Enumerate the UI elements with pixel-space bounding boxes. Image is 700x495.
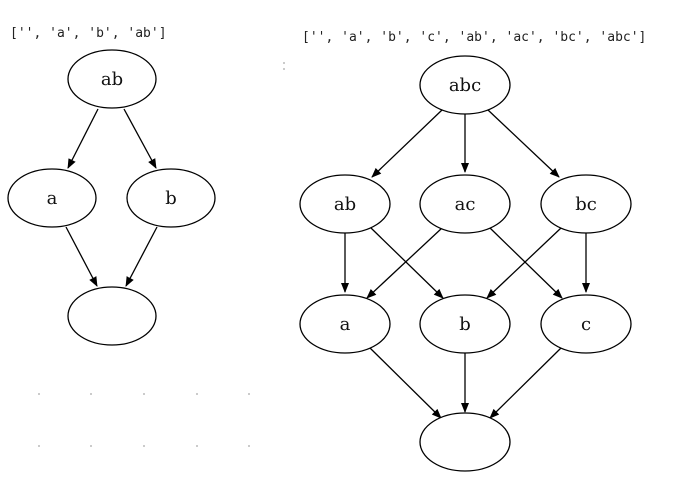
node-bc: bc — [540, 174, 632, 234]
node-label: b — [459, 314, 471, 335]
left-edges — [65, 108, 158, 287]
faint-dot — [143, 393, 145, 395]
left-diagram: ab a b — [7, 49, 216, 346]
edge-bc-to-b — [486, 227, 562, 299]
node-label: b — [165, 188, 177, 209]
node-label: ac — [455, 194, 476, 215]
node-ab: ab — [67, 49, 157, 109]
edge-abc-to-bc — [487, 109, 560, 178]
left-set-list-label: ['', 'a', 'b', 'ab'] — [10, 26, 167, 41]
node-empty — [419, 412, 511, 472]
edge-ab-to-a — [67, 108, 99, 169]
faint-dot — [196, 393, 198, 395]
node-label: ab — [101, 69, 123, 90]
node-ac: ac — [419, 174, 511, 234]
edge-ab-to-b — [370, 227, 444, 299]
faint-dot — [196, 445, 198, 447]
right-set-list-label: ['', 'a', 'b', 'c', 'ab', 'ac', 'bc', 'a… — [302, 30, 647, 45]
edge-b-to-empty — [125, 226, 158, 287]
faint-dot — [248, 445, 250, 447]
faint-dot — [248, 393, 250, 395]
node-a: a — [7, 168, 97, 228]
edge-ac-to-a — [366, 227, 443, 299]
node-b: b — [419, 294, 511, 354]
node-abc: abc — [419, 55, 511, 115]
faint-dot — [90, 445, 92, 447]
right-edges — [341, 109, 590, 419]
edge-a-to-empty — [369, 347, 442, 419]
faint-dot — [143, 445, 145, 447]
edge-a-to-empty — [65, 226, 98, 287]
node-b: b — [126, 168, 216, 228]
node-label: abc — [449, 75, 481, 96]
faint-dot — [38, 393, 40, 395]
right-diagram: abc ab ac bc a b c — [299, 55, 632, 472]
faint-dot — [283, 68, 285, 70]
node-a: a — [299, 294, 391, 354]
edge-ac-to-c — [489, 227, 563, 299]
faint-dot — [283, 62, 285, 64]
node-label: a — [340, 314, 351, 335]
node-ab: ab — [299, 174, 391, 234]
edge-abc-to-ab — [371, 109, 443, 178]
edge-c-to-empty — [489, 347, 562, 419]
node-label: a — [47, 188, 58, 209]
faint-dot — [90, 393, 92, 395]
node-c: c — [540, 294, 632, 354]
node-label: c — [581, 314, 591, 335]
edge-ab-to-b — [123, 108, 157, 169]
node-label: bc — [575, 194, 597, 215]
node-empty — [67, 286, 157, 346]
faint-dot — [38, 445, 40, 447]
node-label: ab — [334, 194, 356, 215]
